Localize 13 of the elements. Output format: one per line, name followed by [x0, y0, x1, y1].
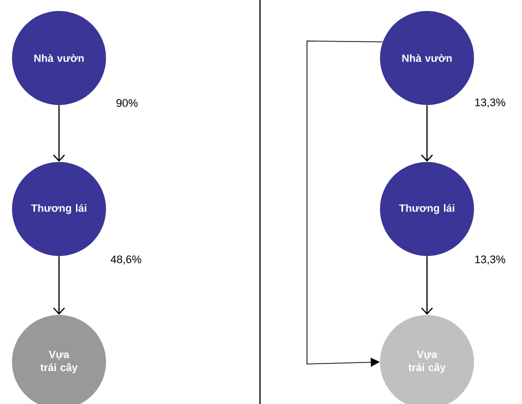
circle-node: Nhà vườn — [380, 11, 474, 105]
arrow — [421, 256, 433, 315]
arrow — [53, 105, 65, 162]
arrow — [53, 256, 65, 315]
percentage-label: 13,3% — [475, 255, 506, 265]
percentage-label: 48,6% — [110, 255, 142, 265]
arrow — [421, 105, 433, 162]
percentage-label: 90% — [116, 99, 138, 107]
circle-node: Thương lái — [12, 162, 106, 256]
arrow — [306, 40, 384, 367]
percentage-label: 13,3% — [475, 98, 506, 108]
circle-node: Thương lái — [380, 162, 474, 256]
circle-node: Nhà vườn — [12, 11, 106, 105]
